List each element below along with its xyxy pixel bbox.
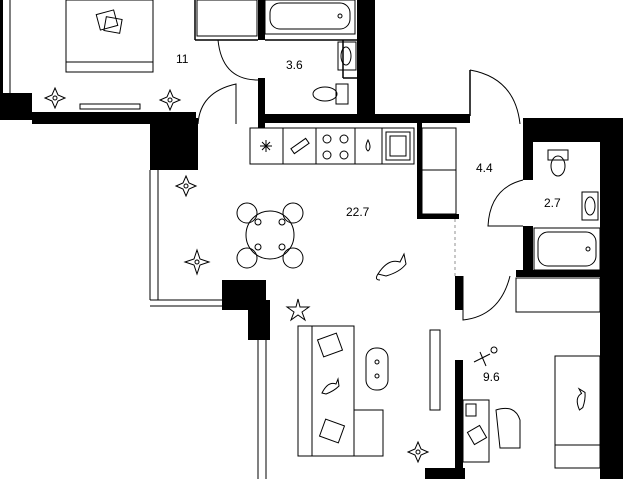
chair-icon (236, 202, 304, 269)
room-area-bedroom-2: 9.6 (483, 370, 500, 384)
toilet-icon (312, 83, 349, 105)
kitchen-sink-icon (385, 131, 411, 161)
kitchen-counter (249, 127, 415, 165)
wardrobe-icon (196, 0, 258, 37)
pillow-icon (95, 9, 123, 34)
outline (9, 0, 613, 479)
bathroom-2: 2.7 (533, 149, 601, 271)
living-kitchen: 22.7 (174, 127, 457, 464)
room-area-bathroom-1: 3.6 (286, 58, 303, 72)
cat-icon (576, 387, 586, 411)
office-chair-icon (495, 407, 521, 449)
bedroom-2: 9.6 (462, 277, 601, 469)
radiator-icon (79, 103, 141, 110)
doors (197, 39, 524, 321)
coffee-table-icon (365, 347, 389, 391)
wardrobe-icon (515, 277, 601, 313)
plant-icon (158, 88, 182, 112)
room-area-bedroom-1: 11 (176, 52, 189, 66)
desk-icon (462, 399, 490, 463)
cushion-icon (316, 332, 346, 444)
stove-icon (322, 134, 349, 160)
room-area-bathroom-2: 2.7 (544, 196, 561, 210)
plant-icon (406, 440, 430, 464)
cat-icon (375, 252, 407, 281)
plant-icon (183, 248, 211, 276)
hallway: 4.4 (476, 161, 493, 175)
water-drop-icon (365, 138, 371, 152)
toilet-icon (547, 149, 569, 177)
cat-icon (321, 377, 340, 395)
toy-icon (473, 346, 498, 367)
plant-icon (43, 86, 67, 110)
bathroom-1: 3.6 (264, 0, 357, 105)
bathtub-icon (264, 0, 356, 35)
tv-icon (429, 329, 441, 411)
plate-icon (254, 218, 286, 251)
plant-icon (285, 298, 311, 322)
dining-table-icon (245, 210, 295, 260)
fridge-icon (260, 140, 272, 152)
plant-icon (174, 174, 198, 198)
sink-icon (581, 191, 599, 221)
bed-icon (554, 355, 601, 469)
room-area-living-kitchen: 22.7 (346, 205, 370, 219)
sofa-icon (297, 325, 384, 457)
dishwasher-icon (290, 137, 310, 155)
bathtub-icon (533, 227, 601, 271)
sink-icon (337, 41, 357, 71)
room-area-hallway: 4.4 (476, 161, 493, 175)
bedroom-1: 11 (43, 0, 258, 112)
fridge-column (421, 127, 457, 215)
bed-icon (65, 0, 154, 73)
